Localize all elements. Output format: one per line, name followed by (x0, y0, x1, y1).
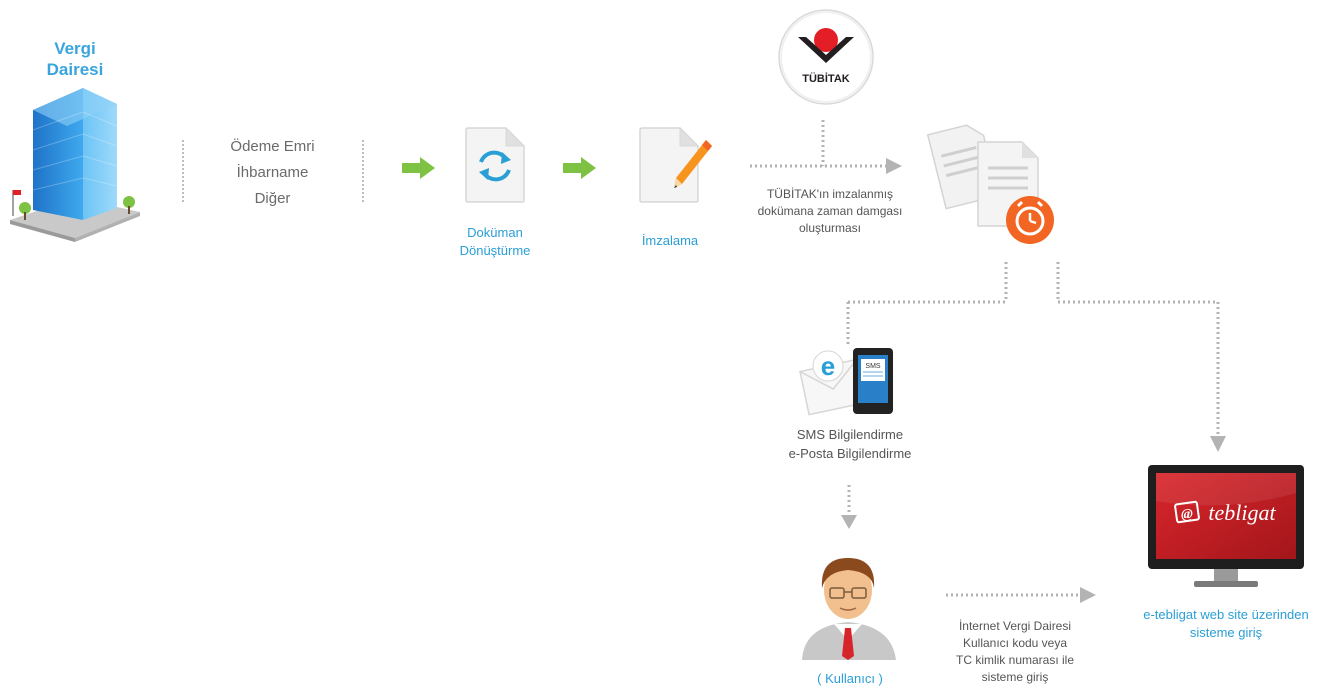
notification-label-line2: e-Posta Bilgilendirme (788, 446, 912, 461)
arrow-right-icon (563, 157, 596, 179)
website-label-line2: sisteme giriş (1189, 625, 1263, 640)
tubitak-logo-text: TÜBİTAK (802, 72, 850, 85)
timestamp-label-line2: dokümana zaman damgası (757, 204, 903, 218)
email-sms-icon: e SMS (799, 348, 893, 416)
document-type-item: Diğer (254, 190, 291, 207)
sms-screen-text: SMS (865, 363, 881, 370)
notification-label: SMS Bilgilendirme e-Posta Bilgilendirme (755, 425, 945, 463)
connector-to-user (841, 485, 857, 529)
divider-left (182, 140, 184, 202)
tax-office-title-line2: Dairesi (46, 60, 104, 79)
login-label-line2: Kullanıcı kodu veya (962, 636, 1068, 650)
conversion-label: Doküman Dönüştürme (440, 224, 550, 260)
document-type-item: İhbarname (236, 164, 309, 181)
login-label-line3: TC kimlik numarası ile (955, 653, 1075, 667)
timestamp-label-line1: TÜBİTAK'ın imzalanmış (766, 187, 894, 201)
notification-label-line1: SMS Bilgilendirme (796, 427, 904, 442)
login-label-line1: İnternet Vergi Dairesi (958, 619, 1072, 633)
conversion-label-line2: Dönüştürme (459, 243, 531, 258)
email-e-glyph: e (821, 351, 835, 381)
conversion-label-line1: Doküman (467, 225, 523, 240)
monitor-icon: @ tebligat (1148, 465, 1304, 587)
website-label: e-tebligat web site üzerinden sisteme gi… (1120, 606, 1332, 642)
timestamp-label-line3: oluşturması (798, 221, 862, 235)
tax-office-title-line1: Vergi (54, 39, 96, 58)
website-label-line1: e-tebligat web site üzerinden (1143, 607, 1309, 622)
login-label: İnternet Vergi Dairesi Kullanıcı kodu ve… (920, 618, 1110, 686)
document-type-item: Ödeme Emri (230, 138, 315, 155)
building-icon (10, 88, 140, 242)
document-types-list: Ödeme Emri İhbarname Diğer (190, 134, 355, 212)
tax-office-title: Vergi Dairesi (30, 38, 120, 80)
monitor-brand-text: tebligat (1208, 500, 1276, 525)
login-label-line4: sisteme giriş (981, 670, 1049, 684)
edit-document-icon (639, 126, 712, 203)
arrow-right-icon (402, 157, 435, 179)
monitor-brand-at: @ (1181, 507, 1193, 522)
signing-label: İmzalama (641, 233, 699, 248)
connector-split (846, 262, 1226, 452)
tubitak-logo: TÜBİTAK (778, 9, 874, 105)
divider-right (362, 140, 364, 202)
timestamp-label: TÜBİTAK'ın imzalanmış dokümana zaman dam… (730, 186, 930, 237)
connector-tubitak (750, 120, 902, 174)
user-avatar-icon (802, 558, 896, 660)
user-label: ( Kullanıcı ) (817, 671, 883, 686)
connector-to-website (946, 587, 1096, 603)
sync-document-icon (465, 126, 526, 203)
documents-clock-icon (926, 124, 1054, 244)
